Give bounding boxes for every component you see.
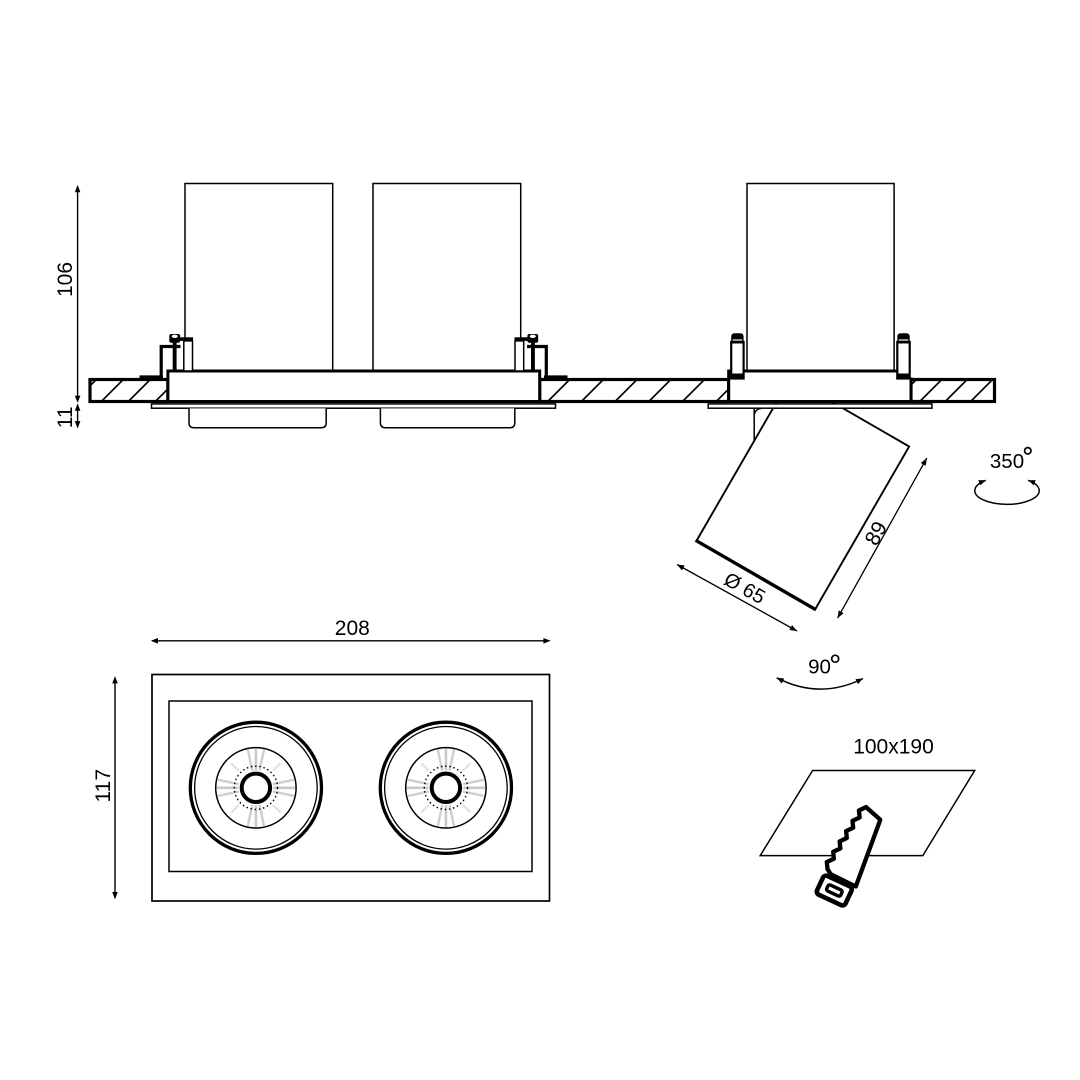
svg-text:350: 350 bbox=[990, 450, 1024, 473]
svg-text:117: 117 bbox=[92, 769, 115, 802]
svg-text:208: 208 bbox=[335, 617, 370, 640]
svg-text:11: 11 bbox=[54, 406, 77, 428]
svg-text:100x190: 100x190 bbox=[853, 736, 934, 759]
svg-text:90: 90 bbox=[808, 656, 831, 679]
svg-text:106: 106 bbox=[54, 262, 77, 297]
